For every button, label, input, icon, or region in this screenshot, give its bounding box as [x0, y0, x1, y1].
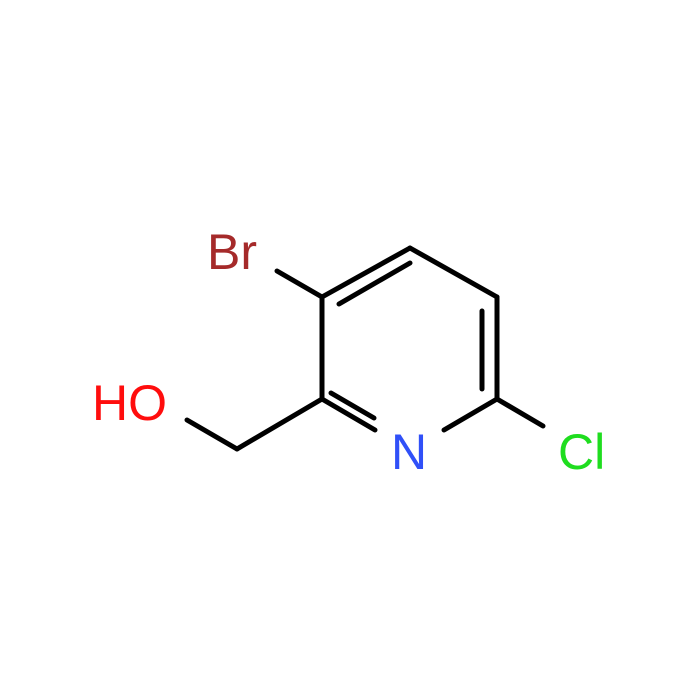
bond-c3-c4-inner	[336, 260, 413, 307]
bond-ch2-o	[184, 417, 240, 452]
atom-label-cl: Cl	[558, 424, 605, 480]
atom-label-ho: HO	[92, 375, 167, 431]
bond-c3-c4	[319, 245, 413, 300]
bond-c4-c5	[407, 245, 500, 300]
bonds	[184, 245, 546, 452]
bond-n-c2-inner	[328, 390, 377, 421]
bond-n-c2	[319, 396, 378, 433]
bond-c6-n	[441, 396, 500, 433]
bond-c2-ch2	[234, 396, 325, 452]
atom-label-br: Br	[207, 224, 257, 280]
bond-c6-cl	[494, 396, 546, 429]
atom-label-n: N	[391, 424, 427, 480]
bond-c3-br	[274, 268, 325, 300]
